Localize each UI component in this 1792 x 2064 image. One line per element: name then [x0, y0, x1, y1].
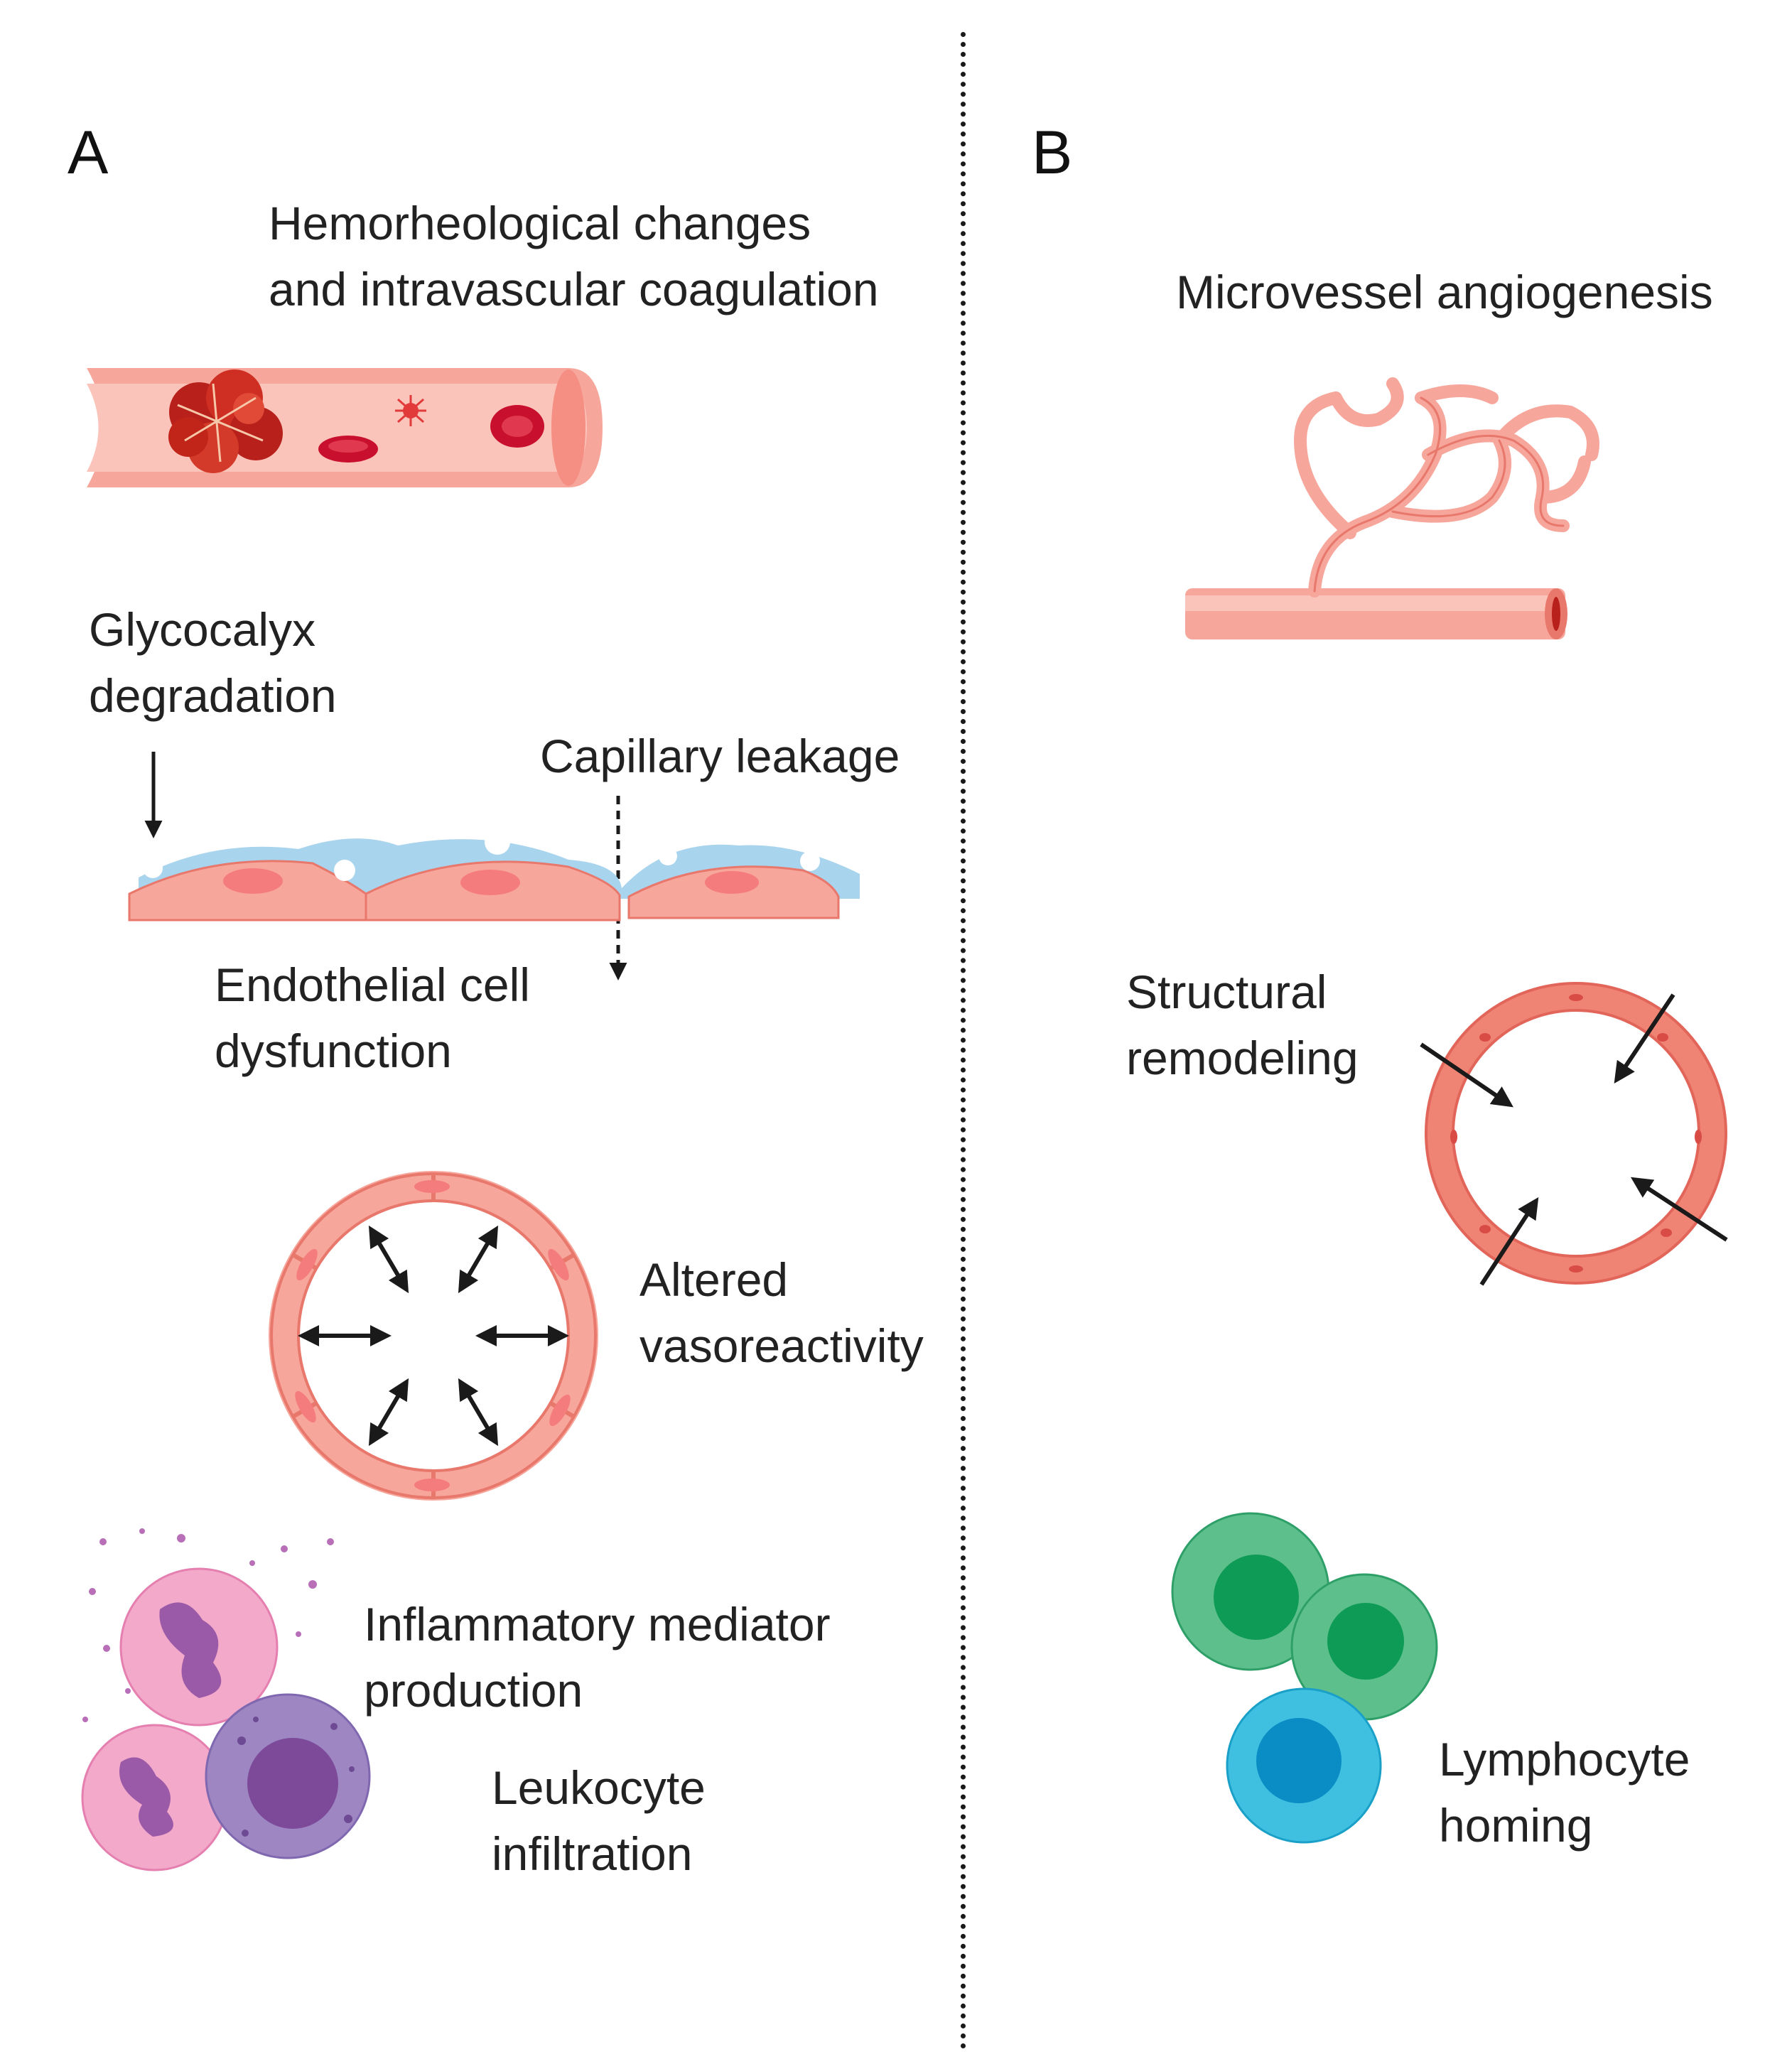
lymphocytes-illustration — [1171, 1512, 1438, 1844]
blood-clot-icon — [168, 369, 283, 473]
angiogenesis-illustration — [1185, 377, 1599, 639]
panel-divider — [961, 32, 966, 2050]
endothelial-label: Endothelial cell dysfunction — [215, 958, 530, 1077]
glycocalyx-label: Glycocalyx degradation — [89, 603, 337, 722]
blood-vessel-illustration — [87, 368, 603, 487]
hemorheology-label: Hemorheological changes and intravascula… — [269, 197, 879, 315]
vessel-cross-section-icon — [269, 1171, 598, 1501]
capillary-leakage-label: Capillary leakage — [540, 730, 900, 782]
inflammatory-label: Inflammatory mediator production — [364, 1598, 831, 1717]
leukocytes-illustration — [81, 1528, 371, 1871]
lymphocyte-label: Lymphocyte homing — [1439, 1733, 1690, 1852]
remodeling-label: Structural remodeling — [1126, 966, 1359, 1084]
leukocyte-label: Leukocyte infiltration — [492, 1761, 706, 1880]
platelet-icon — [395, 395, 426, 426]
vasoreactivity-label: Altered vasoreactivity — [639, 1253, 924, 1372]
endothelial-cells-illustration — [128, 829, 860, 922]
remodeled-vessel-icon — [1420, 982, 1728, 1286]
panel-a-letter: A — [68, 119, 109, 187]
panel-b-letter: B — [1032, 119, 1073, 187]
angiogenesis-label: Microvessel angiogenesis — [1176, 266, 1713, 318]
